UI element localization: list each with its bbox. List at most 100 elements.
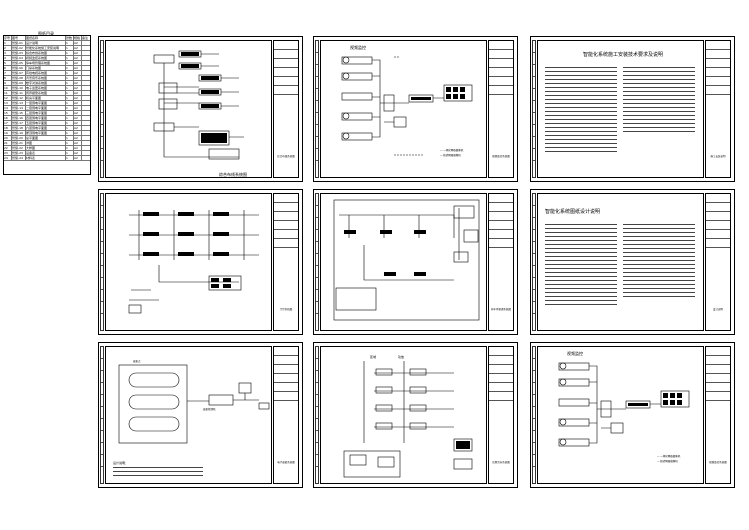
index-cell: 智施-06 [12, 66, 26, 70]
index-cell: 10 [4, 86, 12, 90]
sheet-design-notes[interactable]: 设计说明 智能化系统图纸设计说明 [530, 189, 735, 335]
index-cell: 21 [4, 141, 12, 145]
index-cell: A2 [74, 56, 82, 60]
parking-diagram [333, 199, 480, 321]
sheet-title: 智能化系统图纸设计说明 [545, 209, 601, 215]
index-cell [82, 71, 90, 75]
index-cell: 1 [66, 46, 74, 50]
index-cell: 智施-17 [12, 121, 26, 125]
index-cell: 智施-05 [12, 61, 26, 65]
index-cell: 智施-20 [12, 136, 26, 140]
index-cell [82, 76, 90, 80]
sheet-background-music[interactable]: 背景音乐系统图 区域 功放 [313, 342, 518, 488]
index-cell: 4 [4, 56, 12, 60]
index-cell: 智施-15 [12, 111, 26, 115]
index-cell: 14 [4, 106, 12, 110]
index-cell: A2 [74, 141, 82, 145]
index-cell: 张数 [66, 36, 74, 40]
sheet-title: 视频监控 [350, 45, 366, 50]
index-cell: 智施-13 [12, 101, 26, 105]
index-cell: 1 [66, 111, 74, 115]
index-cell: 9 [4, 81, 12, 85]
index-cell: 周界报警系统图 [26, 91, 66, 95]
index-cell [82, 111, 90, 115]
index-cell: 19 [4, 131, 12, 135]
index-header-row: 序号图号图纸名称张数规格备注 [4, 36, 90, 41]
index-cell: 一层弱电平面图 [26, 101, 66, 105]
sheet-title: 智能化系统施工安装技术要求及说明 [583, 52, 664, 58]
index-cell: 1 [66, 141, 74, 145]
index-cell: 1 [66, 76, 74, 80]
sheet-access-control[interactable]: 门禁系统图 [98, 189, 303, 335]
index-cell: 大样图 [26, 146, 66, 150]
index-cell: 智施-14 [12, 106, 26, 110]
index-cell [82, 86, 90, 90]
index-cell [82, 61, 90, 65]
index-cell [82, 101, 90, 105]
title-block [273, 40, 299, 178]
index-cell: 智施-08 [12, 76, 26, 80]
sheet-title: 综合布线系统图 [219, 172, 247, 177]
index-cell: 1 [66, 156, 74, 160]
index-cell: 17 [4, 121, 12, 125]
index-cell: 22 [4, 146, 12, 150]
index-cell: 智施-18 [12, 126, 26, 130]
sheet-parking-system[interactable]: 停车场管理系统图 [313, 189, 518, 335]
index-cell: 1 [66, 96, 74, 100]
index-cell: 6 [4, 66, 12, 70]
index-cell: 智施-01 [12, 41, 26, 45]
index-cell: 门禁系统图 [26, 66, 66, 70]
notes-text-left [545, 224, 617, 308]
sheet-patrol-system[interactable]: 电子巡更系统图 巡更管理机 巡更点 设计说明： [98, 342, 303, 488]
sheet-video-surveillance-2[interactable]: 视频监控系统图 视频监控 — 一体化网络摄像机 — 枪式网络摄像机 [530, 342, 735, 488]
index-cell: 设计说明 [26, 41, 66, 45]
index-cell: A2 [74, 126, 82, 130]
sheet-video-surveillance[interactable]: 视频监控系统图 视频监控 — 一体化网络摄像机 — 枪式网络摄像机 [313, 36, 518, 182]
column-label: 区域 [370, 355, 377, 359]
index-cell: A2 [74, 121, 82, 125]
sheet-install-notes[interactable]: 施工安装说明 智能化系统施工安装技术要求及说明 [530, 36, 735, 182]
index-cell: A2 [74, 106, 82, 110]
index-cell: A2 [74, 96, 82, 100]
index-cell: 1 [66, 126, 74, 130]
index-cell: A2 [74, 71, 82, 75]
sheet-cabling-system[interactable]: 综合布线系统图 综合布线系统图 [98, 36, 303, 182]
index-cell: A2 [74, 136, 82, 140]
index-cell: 视频监控系统图 [26, 56, 66, 60]
index-cell [82, 66, 90, 70]
index-cell: 1 [66, 61, 74, 65]
index-cell: 1 [66, 81, 74, 85]
index-cell: 五层弱电平面图 [26, 121, 66, 125]
legend-item: — 一体化网络摄像机 [440, 149, 464, 152]
patrol-notes-heading: 设计说明： [113, 461, 129, 465]
index-cell [82, 91, 90, 95]
access-control-diagram [128, 210, 259, 314]
index-cell: 材料表 [26, 156, 66, 160]
index-cell: 3 [4, 51, 12, 55]
index-cell: 二层弱电平面图 [26, 106, 66, 110]
index-cell: A2 [74, 146, 82, 150]
title-block [705, 40, 731, 178]
index-cell: 机房平面图 [26, 96, 66, 100]
notes-text-left [545, 67, 617, 155]
index-cell [82, 116, 90, 120]
index-cell: 智施-09 [12, 81, 26, 85]
title-block [705, 193, 731, 331]
index-cell: 18 [4, 126, 12, 130]
index-cell: 1 [66, 56, 74, 60]
index-cell: 三层弱电平面图 [26, 111, 66, 115]
index-cell: 1 [66, 146, 74, 150]
index-cell: 智施-12 [12, 96, 26, 100]
